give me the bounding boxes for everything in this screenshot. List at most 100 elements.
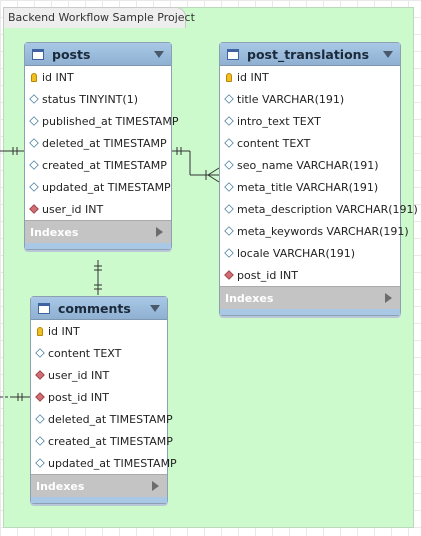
column-diamond-icon <box>224 204 234 214</box>
column-row[interactable]: locale VARCHAR(191) <box>220 242 400 264</box>
column-diamond-icon <box>29 116 39 126</box>
column-row[interactable]: meta_keywords VARCHAR(191) <box>220 220 409 242</box>
primary-key-icon <box>37 326 43 336</box>
column-diamond-icon <box>29 182 39 192</box>
column-label: user_id INT <box>48 368 110 382</box>
column-row[interactable]: status TINYINT(1) <box>25 88 171 110</box>
collapse-arrow-icon[interactable] <box>150 305 160 312</box>
column-row[interactable]: intro_text TEXT <box>220 110 400 132</box>
expand-arrow-icon[interactable] <box>156 227 163 237</box>
column-row[interactable]: deleted_at TIMESTAMP <box>31 408 173 430</box>
table-header[interactable]: posts <box>25 43 171 66</box>
column-diamond-icon <box>224 138 234 148</box>
table-icon <box>38 302 50 314</box>
indexes-section[interactable]: Indexes <box>31 474 167 497</box>
column-diamond-icon <box>35 458 45 468</box>
column-diamond-icon <box>29 94 39 104</box>
column-label: meta_description VARCHAR(191) <box>237 202 418 216</box>
column-label: seo_name VARCHAR(191) <box>237 158 379 172</box>
foreign-key-icon <box>35 370 45 380</box>
column-label: post_id INT <box>237 268 298 282</box>
expand-arrow-icon[interactable] <box>385 293 392 303</box>
column-label: content TEXT <box>237 136 311 150</box>
column-diamond-icon <box>35 436 45 446</box>
column-diamond-icon <box>224 226 234 236</box>
primary-key-icon <box>226 72 232 82</box>
column-row[interactable]: created_at TIMESTAMP <box>31 430 173 452</box>
column-row[interactable]: updated_at TIMESTAMP <box>25 176 171 198</box>
foreign-key-icon <box>29 204 39 214</box>
column-row[interactable]: id INT <box>31 320 167 342</box>
expand-arrow-icon[interactable] <box>152 481 159 491</box>
column-row[interactable]: post_id INT <box>220 264 400 286</box>
table-icon <box>227 48 239 60</box>
column-row[interactable]: content TEXT <box>31 342 167 364</box>
collapse-arrow-icon[interactable] <box>383 51 393 58</box>
indexes-section[interactable]: Indexes <box>220 286 400 309</box>
column-diamond-icon <box>224 160 234 170</box>
column-diamond-icon <box>224 94 234 104</box>
column-label: updated_at TIMESTAMP <box>48 456 177 470</box>
column-label: locale VARCHAR(191) <box>237 246 356 260</box>
column-label: intro_text TEXT <box>237 114 321 128</box>
column-row[interactable]: id INT <box>25 66 171 88</box>
column-diamond-icon <box>29 138 39 148</box>
foreign-key-icon <box>224 270 234 280</box>
table-comments[interactable]: comments id INT content TEXT user_id INT… <box>30 296 177 504</box>
column-label: id INT <box>48 324 80 338</box>
connector-posts-post-translations <box>172 147 220 183</box>
column-diamond-icon <box>224 182 234 192</box>
indexes-section[interactable]: Indexes <box>25 220 171 243</box>
column-label: meta_title VARCHAR(191) <box>237 180 379 194</box>
collapse-arrow-icon[interactable] <box>154 51 164 58</box>
table-title: comments <box>58 300 131 316</box>
column-row[interactable]: post_id INT <box>31 386 167 408</box>
indexes-label: Indexes <box>30 225 79 239</box>
column-row[interactable]: published_at TIMESTAMP <box>25 110 178 132</box>
indexes-label: Indexes <box>36 479 85 493</box>
table-posts[interactable]: posts id INT status TINYINT(1) published… <box>24 42 178 250</box>
column-label: title VARCHAR(191) <box>237 92 345 106</box>
column-row[interactable]: id INT <box>220 66 400 88</box>
indexes-label: Indexes <box>225 291 274 305</box>
table-footer <box>220 309 400 315</box>
column-label: deleted_at TIMESTAMP <box>42 136 167 150</box>
column-label: user_id INT <box>42 202 104 216</box>
column-row[interactable]: updated_at TIMESTAMP <box>31 452 177 474</box>
column-row[interactable]: seo_name VARCHAR(191) <box>220 154 400 176</box>
column-row[interactable]: title VARCHAR(191) <box>220 88 400 110</box>
column-label: meta_keywords VARCHAR(191) <box>237 224 409 238</box>
column-label: published_at TIMESTAMP <box>42 114 179 128</box>
column-label: content TEXT <box>48 346 122 360</box>
column-row[interactable]: deleted_at TIMESTAMP <box>25 132 171 154</box>
column-row[interactable]: user_id INT <box>31 364 167 386</box>
column-diamond-icon <box>224 116 234 126</box>
column-label: created_at TIMESTAMP <box>42 158 167 172</box>
connector-external-posts <box>0 147 24 155</box>
column-label: status TINYINT(1) <box>42 92 138 106</box>
connector-external-comments <box>0 393 30 401</box>
column-row[interactable]: user_id INT <box>25 198 171 220</box>
column-diamond-icon <box>35 414 45 424</box>
table-header[interactable]: comments <box>31 297 167 320</box>
table-title: post_translations <box>247 46 370 62</box>
table-icon <box>32 48 44 60</box>
table-post-translations[interactable]: post_translations id INT title VARCHAR(1… <box>219 42 418 316</box>
foreign-key-icon <box>35 392 45 402</box>
column-row[interactable]: meta_description VARCHAR(191) <box>220 198 418 220</box>
column-label: created_at TIMESTAMP <box>48 434 173 448</box>
table-header[interactable]: post_translations <box>220 43 400 66</box>
column-row[interactable]: content TEXT <box>220 132 400 154</box>
column-row[interactable]: created_at TIMESTAMP <box>25 154 171 176</box>
column-label: updated_at TIMESTAMP <box>42 180 171 194</box>
column-label: deleted_at TIMESTAMP <box>48 412 173 426</box>
primary-key-icon <box>31 72 37 82</box>
table-footer <box>31 497 167 503</box>
table-title: posts <box>52 46 91 62</box>
project-region-label: Backend Workflow Sample Project <box>3 7 195 28</box>
column-diamond-icon <box>224 248 234 258</box>
column-label: id INT <box>237 70 269 84</box>
column-row[interactable]: meta_title VARCHAR(191) <box>220 176 400 198</box>
column-label: post_id INT <box>48 390 109 404</box>
